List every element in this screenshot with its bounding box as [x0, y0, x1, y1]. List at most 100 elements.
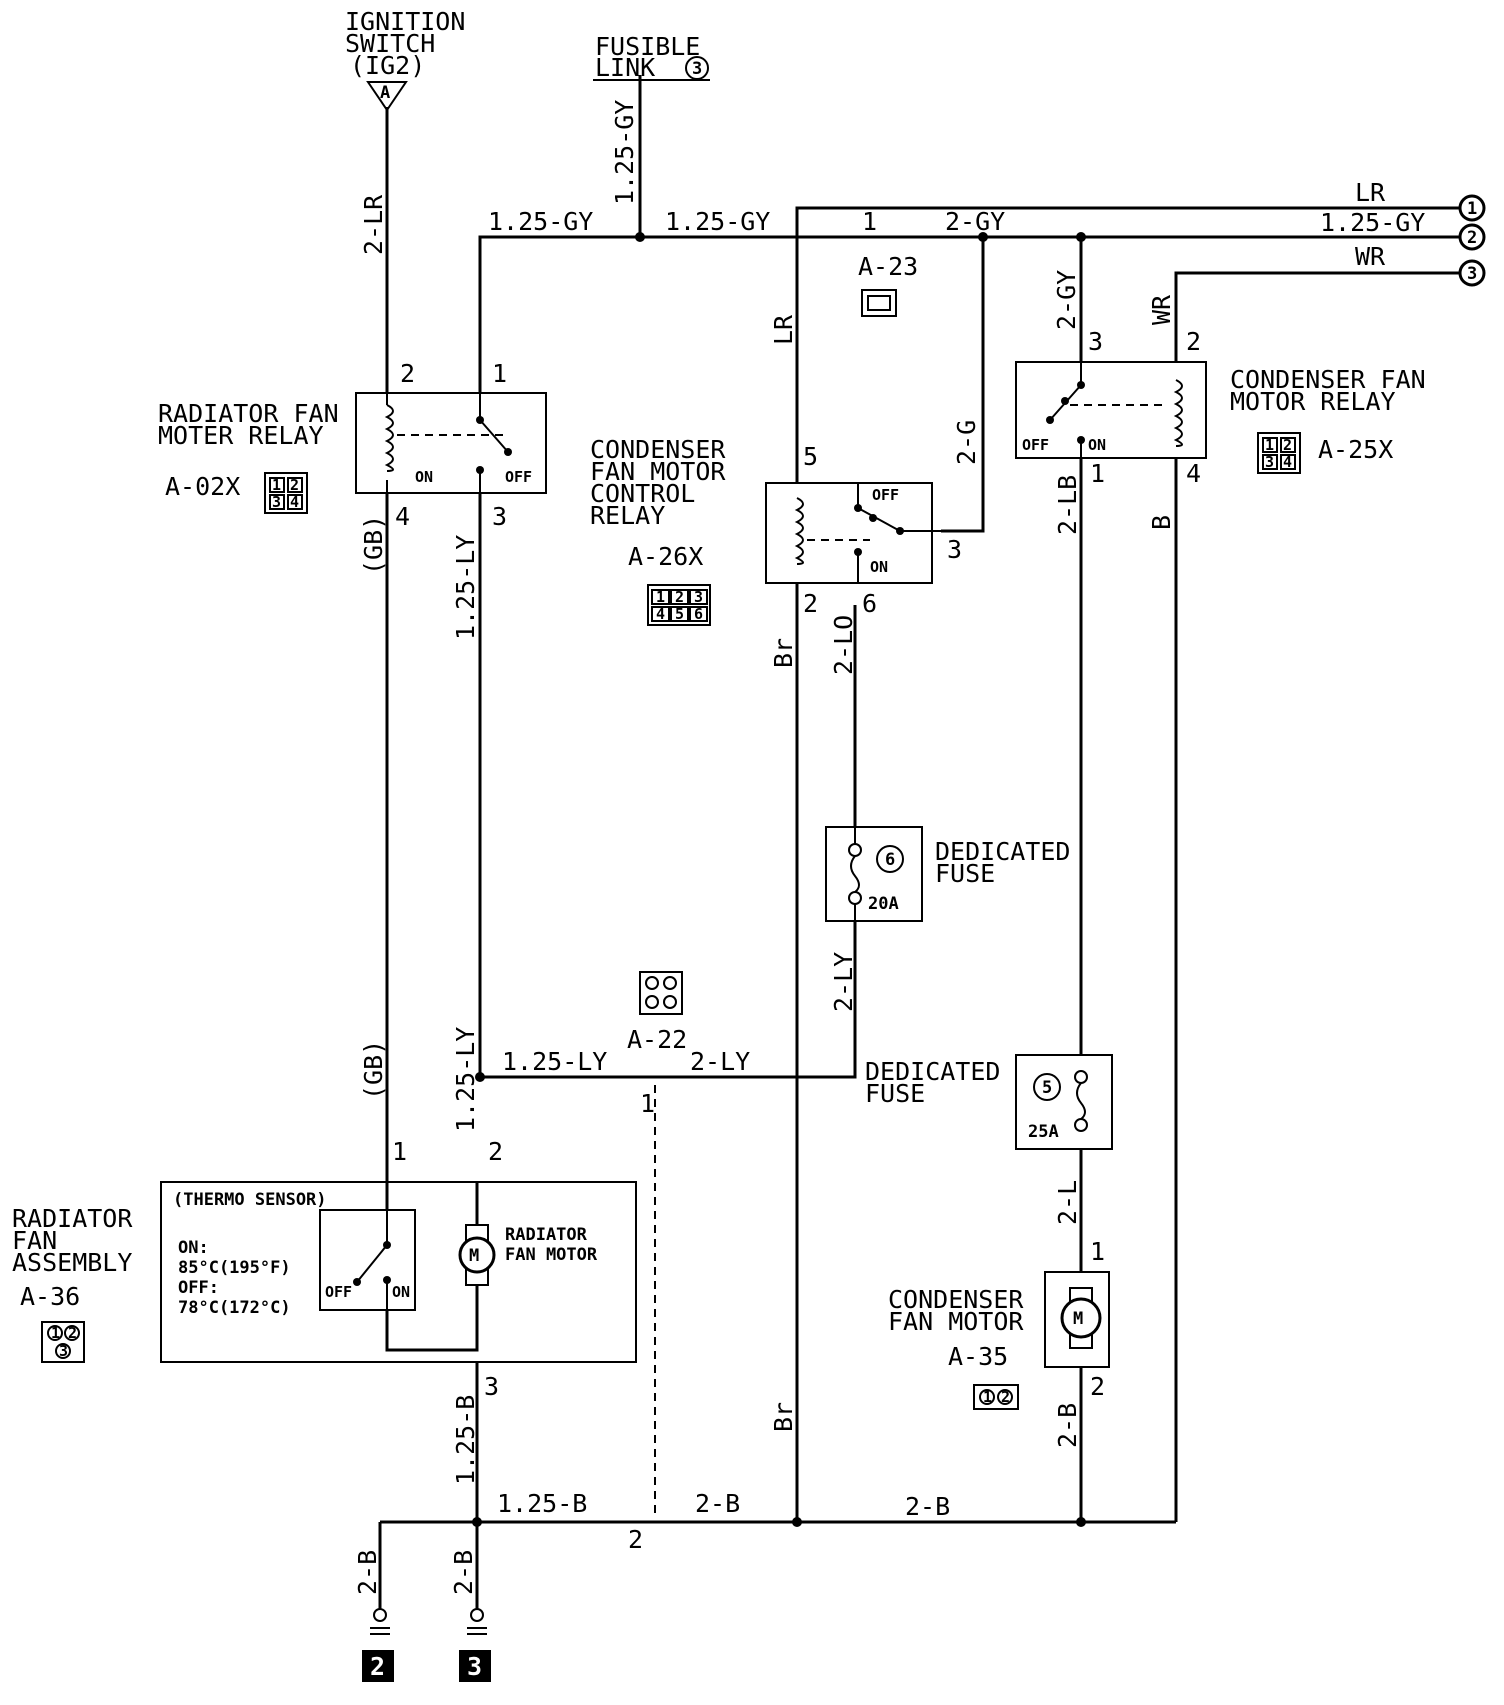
- svg-text:3: 3: [272, 493, 281, 511]
- svg-text:1.25-B: 1.25-B: [451, 1395, 480, 1485]
- svg-text:1: 1: [51, 1324, 60, 1342]
- relay-coil-icon: [794, 497, 804, 565]
- wire-wr-b: [1174, 271, 1460, 1522]
- offpage-connectors: 1 2 3: [1458, 194, 1486, 287]
- svg-text:RELAY: RELAY: [590, 501, 665, 530]
- svg-text:FAN MOTOR: FAN MOTOR: [590, 457, 726, 486]
- svg-text:A-02X: A-02X: [165, 472, 240, 501]
- radiator-fan-relay: ON OFF 2 1 4 3 RADIATOR FAN MOTER RELAY …: [158, 359, 547, 531]
- svg-text:3: 3: [694, 588, 703, 606]
- svg-text:MOTOR RELAY: MOTOR RELAY: [1230, 387, 1396, 416]
- svg-text:FAN MOTOR: FAN MOTOR: [888, 1307, 1024, 1336]
- svg-text:M: M: [469, 1246, 479, 1266]
- svg-text:1.25-LY: 1.25-LY: [451, 535, 480, 640]
- svg-text:1.25-GY: 1.25-GY: [665, 207, 770, 236]
- svg-text:FUSE: FUSE: [935, 859, 995, 888]
- svg-text:CONDENSER: CONDENSER: [888, 1285, 1024, 1314]
- fusible-num-circle-icon: [685, 56, 709, 80]
- svg-text:2-B: 2-B: [449, 1550, 478, 1595]
- fuse-element-icon: [850, 855, 860, 893]
- svg-text:1: 1: [392, 1137, 407, 1166]
- svg-text:ON: ON: [392, 1283, 410, 1301]
- ignition-source: IGNITION SWITCH (IG2) A: [345, 7, 465, 112]
- svg-text:2: 2: [488, 1137, 503, 1166]
- dedicated-fuse-5: 5 25A DEDICATED FUSE: [865, 1054, 1113, 1150]
- grounds: 2 3: [362, 1608, 491, 1682]
- svg-text:20A: 20A: [868, 894, 899, 914]
- svg-text:OFF: OFF: [325, 1283, 352, 1301]
- svg-text:ASSEMBLY: ASSEMBLY: [12, 1248, 132, 1277]
- svg-text:CONDENSER FAN: CONDENSER FAN: [1230, 365, 1426, 394]
- condenser-motor-icon: [1060, 1297, 1102, 1339]
- svg-text:1: 1: [1090, 459, 1105, 488]
- svg-text:1.25-LY: 1.25-LY: [451, 1027, 480, 1132]
- relay-coil-icon: [384, 404, 394, 472]
- svg-text:25A: 25A: [1028, 1122, 1059, 1142]
- svg-text:DEDICATED: DEDICATED: [865, 1057, 1000, 1086]
- fusible-link-source: FUSIBLE LINK 3: [593, 32, 710, 82]
- ground-icon: [370, 1627, 390, 1635]
- dedicated-fuse-6: 6 20A DEDICATED FUSE: [825, 826, 1070, 922]
- ignition-triangle-icon: [366, 81, 408, 112]
- wire-g: [941, 237, 985, 533]
- svg-text:85°C(195°F): 85°C(195°F): [178, 1258, 291, 1278]
- svg-text:78°C(172°C): 78°C(172°C): [178, 1298, 291, 1318]
- svg-text:FAN MOTOR: FAN MOTOR: [505, 1245, 598, 1265]
- svg-text:5: 5: [675, 605, 684, 623]
- svg-text:2: 2: [370, 1652, 385, 1681]
- svg-text:A-26X: A-26X: [628, 542, 703, 571]
- svg-text:CONDENSER: CONDENSER: [590, 435, 726, 464]
- svg-text:LR: LR: [1355, 178, 1386, 207]
- svg-text:CONTROL: CONTROL: [590, 479, 695, 508]
- svg-text:5: 5: [803, 442, 818, 471]
- svg-text:A-22: A-22: [627, 1025, 687, 1054]
- svg-text:2-B: 2-B: [1053, 1403, 1082, 1448]
- wire-lr-bus: [795, 206, 1460, 1522]
- svg-text:1: 1: [1265, 436, 1274, 454]
- svg-text:1.25-GY: 1.25-GY: [610, 100, 639, 205]
- svg-text:2: 2: [68, 1324, 77, 1342]
- svg-text:4: 4: [1283, 453, 1292, 471]
- svg-text:(IG2): (IG2): [350, 51, 425, 80]
- svg-text:2-LR: 2-LR: [359, 194, 388, 255]
- svg-text:FUSIBLE: FUSIBLE: [595, 32, 700, 61]
- svg-text:1.25-GY: 1.25-GY: [1320, 208, 1425, 237]
- svg-text:1: 1: [656, 588, 665, 606]
- svg-text:2: 2: [1467, 228, 1477, 248]
- radiator-fan-assembly: OFF ON M (THERMO SENSOR) ON: 85°C(195°F)…: [12, 1137, 637, 1401]
- svg-text:OFF: OFF: [505, 468, 532, 486]
- wire-ly-bus: [480, 605, 857, 1079]
- svg-text:6: 6: [885, 850, 895, 870]
- connector-a22: A-22: [627, 971, 687, 1054]
- svg-text:FAN: FAN: [12, 1226, 57, 1255]
- svg-text:4: 4: [290, 493, 299, 511]
- svg-text:RADIATOR FAN: RADIATOR FAN: [158, 399, 339, 428]
- svg-text:1: 1: [272, 476, 281, 494]
- svg-text:RADIATOR: RADIATOR: [12, 1204, 133, 1233]
- svg-text:3: 3: [59, 1342, 68, 1360]
- svg-text:OFF:: OFF:: [178, 1278, 219, 1298]
- svg-text:ON: ON: [870, 558, 888, 576]
- svg-text:FUSE: FUSE: [865, 1079, 925, 1108]
- offpage-2-icon: [1458, 223, 1486, 251]
- svg-text:(GB): (GB): [359, 1040, 388, 1100]
- wire-labels-vertical: 2-LR 1.25-GY LR 2-G 2-GY WR (GB) 1.25-LY…: [353, 100, 1176, 1595]
- svg-text:2: 2: [803, 589, 818, 618]
- condenser-control-relay: OFF ON 5 2 6 3 CONDENSER FAN MOTOR CONTR…: [590, 435, 962, 626]
- connector-a22-icon: [639, 971, 683, 1015]
- fuse-element-icon: [1076, 1082, 1086, 1120]
- svg-text:LR: LR: [769, 314, 798, 345]
- svg-text:1: 1: [983, 1388, 992, 1406]
- svg-text:RADIATOR: RADIATOR: [505, 1225, 588, 1245]
- svg-text:3: 3: [692, 59, 702, 79]
- svg-text:2-GY: 2-GY: [1052, 270, 1081, 330]
- svg-text:ON:: ON:: [178, 1238, 209, 1258]
- svg-text:SWITCH: SWITCH: [345, 29, 435, 58]
- svg-text:2-LO: 2-LO: [829, 615, 858, 675]
- svg-text:1.25-LY: 1.25-LY: [502, 1047, 607, 1076]
